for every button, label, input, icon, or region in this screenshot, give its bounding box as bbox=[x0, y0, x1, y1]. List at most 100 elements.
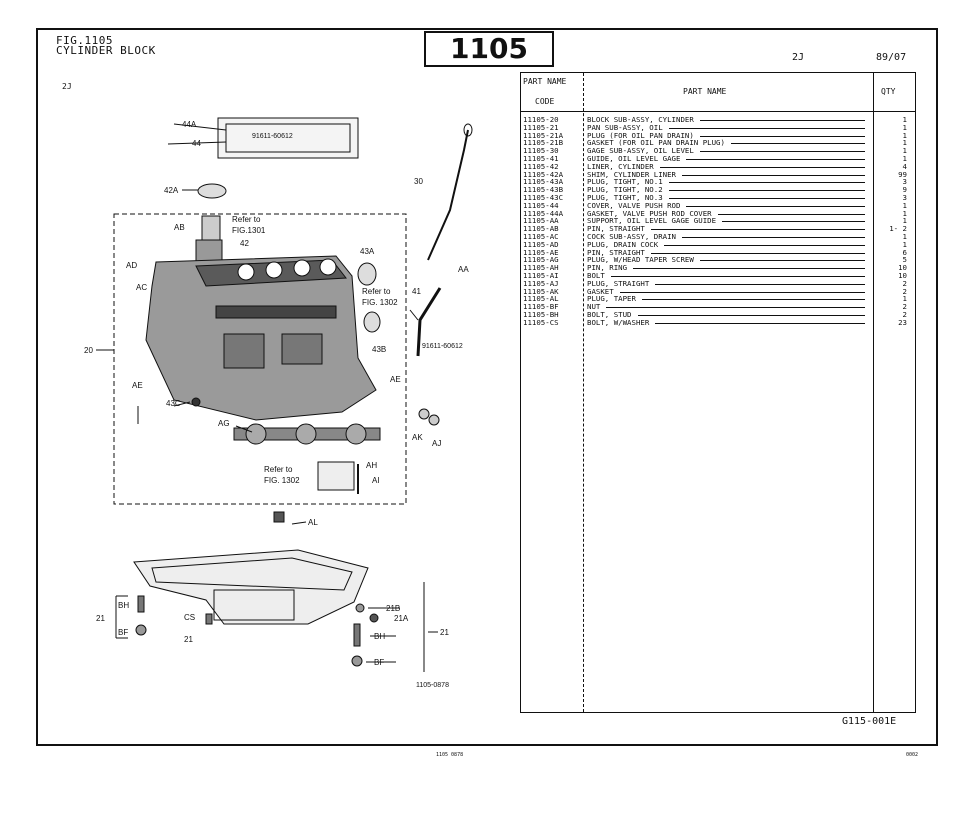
part-code: 11105-21 bbox=[523, 122, 559, 132]
leader-dash bbox=[686, 205, 865, 207]
part-code: 11105-AL bbox=[523, 294, 559, 304]
leader-dash bbox=[651, 229, 865, 231]
leader-dash bbox=[718, 213, 865, 215]
label-refer-to-1301-b: FIG.1301 bbox=[232, 226, 266, 235]
leader-dash bbox=[642, 299, 865, 301]
leader-dash bbox=[682, 174, 865, 176]
liner-shim bbox=[197, 183, 227, 199]
oil-level-gage bbox=[427, 129, 469, 261]
part-name: PLUG, W/HEAD TAPER SCREW bbox=[587, 255, 694, 265]
oil-pan bbox=[133, 549, 369, 625]
label-42a: 42A bbox=[164, 186, 179, 195]
part-name: PLUG, DRAIN COCK bbox=[587, 239, 659, 249]
label-43c: 43C bbox=[166, 399, 181, 408]
part-code: 11105-30 bbox=[523, 146, 559, 156]
leader-dash bbox=[731, 143, 865, 145]
part-code: 11105-AE bbox=[523, 247, 559, 257]
push-rod-cover bbox=[217, 117, 359, 159]
table-row: 11105-AL PLUG, TAPER 1 bbox=[521, 295, 915, 303]
part-code: 11105-43C bbox=[523, 192, 564, 202]
label-ae-left: AE bbox=[132, 381, 143, 390]
part-code: 11105-43A bbox=[523, 177, 564, 187]
leader-dash bbox=[606, 307, 865, 309]
part-code: 11105-21A bbox=[523, 130, 564, 140]
part-qty: 2 bbox=[902, 302, 907, 312]
label-ac: AC bbox=[136, 283, 147, 292]
exploded-parts-diagram: 44A 44 91611-60612 42A 30 AB AD AC Refer… bbox=[84, 117, 473, 689]
drawing-number: 1105-0878 bbox=[416, 682, 449, 689]
margin-note-left: 1105 0878 bbox=[436, 752, 464, 758]
column-header-qty: QTY bbox=[881, 87, 896, 96]
leader-dash bbox=[611, 275, 865, 277]
part-name: GASKET (FOR OIL PAN DRAIN PLUG) bbox=[587, 138, 725, 148]
label-41: 41 bbox=[412, 287, 421, 296]
label-ag: AG bbox=[218, 419, 230, 428]
part-qty: 3 bbox=[902, 177, 907, 187]
leader-dash bbox=[700, 260, 865, 262]
label-20: 20 bbox=[84, 346, 93, 355]
label-21-left: 21 bbox=[96, 614, 105, 623]
part-qty: 3 bbox=[902, 192, 907, 202]
part-code: 11105-AH bbox=[523, 263, 559, 273]
leader-dash bbox=[669, 197, 865, 199]
leader-dash bbox=[722, 221, 865, 223]
part-name: PLUG, STRAIGHT bbox=[587, 278, 650, 288]
part-name: PLUG, TAPER bbox=[587, 294, 636, 304]
part-code: 11105-AD bbox=[523, 239, 559, 249]
part-code: 11105-AG bbox=[523, 255, 559, 265]
part-code: 11105-CS bbox=[523, 317, 559, 327]
leader-dash bbox=[638, 314, 865, 316]
figure-title: CYLINDER BLOCK bbox=[56, 44, 156, 57]
table-row: 11105-42A SHIM, CYLINDER LINER 99 bbox=[521, 169, 915, 179]
part-name: BOLT, W/WASHER bbox=[587, 317, 650, 327]
part-code: 11105-AJ bbox=[523, 278, 559, 288]
part-code: 11105-43B bbox=[523, 185, 564, 195]
part-name: COVER, VALVE PUSH ROD bbox=[587, 200, 681, 210]
part-code: 11105-42A bbox=[523, 169, 564, 179]
block-group-outline bbox=[113, 213, 407, 505]
part-qty: 1 bbox=[902, 294, 907, 304]
leader-dash bbox=[664, 244, 865, 246]
part-code: 11105-AC bbox=[523, 231, 559, 241]
part-qty: 1 bbox=[902, 200, 907, 210]
bearing-cap bbox=[317, 461, 355, 491]
part-name: SHIM, CYLINDER LINER bbox=[587, 169, 676, 179]
part-code: 11105-AI bbox=[523, 270, 559, 280]
label-43b: 43B bbox=[372, 345, 386, 354]
part-qty: 6 bbox=[902, 247, 907, 257]
label-part-number-91611-a: 91611-60612 bbox=[252, 133, 293, 140]
part-code: 11105-41 bbox=[523, 153, 559, 163]
part-code: 11105-21B bbox=[523, 138, 564, 148]
part-name: PLUG (FOR OIL PAN DRAIN) bbox=[587, 130, 694, 140]
label-bh-left: BH bbox=[118, 601, 129, 610]
part-name: GASKET bbox=[587, 286, 614, 296]
label-ae-right: AE bbox=[390, 375, 401, 384]
part-name: PAN SUB-ASSY, OIL bbox=[587, 122, 663, 132]
page-number-box: 1105 bbox=[424, 31, 554, 67]
label-ai: AI bbox=[372, 476, 380, 485]
label-ad: AD bbox=[126, 261, 137, 270]
part-name: GAGE SUB-ASSY, OIL LEVEL bbox=[587, 146, 694, 156]
label-bf-left: BF bbox=[118, 628, 128, 637]
part-name: PLUG, TIGHT, NO.3 bbox=[587, 192, 663, 202]
leader-dash bbox=[651, 252, 865, 254]
part-qty: 2 bbox=[902, 309, 907, 319]
part-name: BOLT, STUD bbox=[587, 309, 632, 319]
part-qty: 1 bbox=[902, 130, 907, 140]
part-qty: 99 bbox=[898, 169, 907, 179]
revision-date: 89/07 bbox=[876, 52, 907, 63]
label-bf-right: BF bbox=[374, 658, 384, 667]
column-divider-code bbox=[583, 73, 584, 712]
part-qty: 2 bbox=[902, 286, 907, 296]
column-header-part-name: PART NAME bbox=[683, 87, 727, 96]
label-44: 44 bbox=[192, 139, 201, 148]
leader-dash bbox=[700, 135, 865, 137]
